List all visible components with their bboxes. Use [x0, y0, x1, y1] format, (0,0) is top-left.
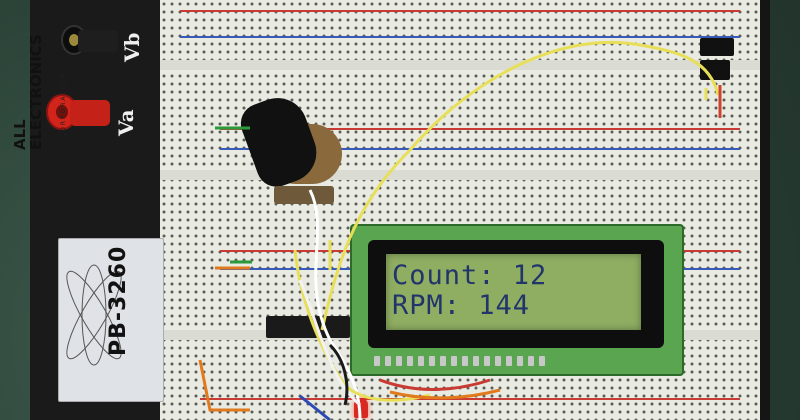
breadboard-channel [160, 60, 760, 70]
power-rail-blue [180, 36, 740, 38]
lcd-bezel: Count: 12 RPM: 144 [368, 240, 664, 348]
orange-wire [389, 388, 501, 400]
yellow-wire [293, 249, 431, 402]
lcd-line-1: Count: 12 [392, 260, 548, 291]
red-binding-post [44, 90, 114, 140]
lcd-line-2: RPM: 144 [392, 290, 531, 321]
breadboard-channel [160, 170, 760, 180]
orange-wire [198, 359, 250, 412]
white-wire [298, 279, 361, 407]
lcd-header-pins [374, 356, 624, 366]
blue-wire [299, 394, 331, 420]
potentiometer-pins [274, 186, 334, 204]
atom-logo-icon [66, 264, 122, 366]
ir-sensor-top [700, 38, 734, 56]
power-rail-red [200, 398, 740, 400]
brand-label-plate [58, 238, 164, 402]
power-rail-red [180, 10, 740, 12]
red-wire [379, 378, 491, 391]
power-rail-red [220, 128, 740, 130]
ic-chip [266, 316, 350, 338]
lcd-screen: Count: 12 RPM: 144 [386, 254, 641, 330]
black-wire [328, 343, 349, 406]
lcd-module: Count: 12 RPM: 144 [350, 224, 684, 376]
power-rail-blue [220, 148, 740, 150]
yellow-wire [320, 40, 720, 331]
white-wire [308, 189, 362, 420]
black-binding-post [60, 22, 120, 66]
